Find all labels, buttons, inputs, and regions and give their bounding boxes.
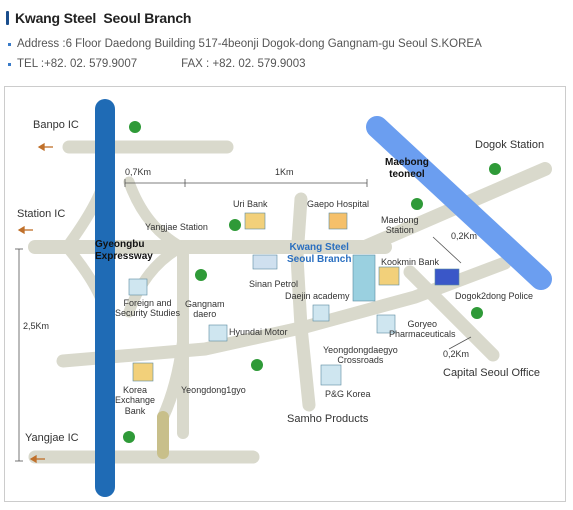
label-dogok2dong-police: Dogok2dong Police [455, 291, 534, 301]
bullet-icon [8, 62, 11, 66]
tree-icon [251, 359, 263, 371]
tree-icon [411, 198, 423, 210]
maebong-tunnel [366, 116, 552, 290]
label-kwang-steel: Kwang Steel Seoul Branch [287, 242, 352, 265]
label-hyundai-motor: Hyundai Motor [229, 327, 288, 337]
interchange-ne [123, 176, 187, 253]
label-yangjae-ic: Yangjae IC [25, 432, 79, 444]
label-yeongdong1gyo: Yeongdong1gyo [181, 385, 246, 395]
label-yeongdong-crossroads: Yeongdongdaegyo Crossroads [323, 345, 398, 366]
label-dist-07: 0,7Km [125, 167, 152, 177]
tree-icon [471, 307, 483, 319]
label-maebong-station: Maebong Station [381, 215, 419, 236]
police-building-icon [434, 268, 460, 286]
pg-korea-building-icon [320, 364, 342, 386]
gaepo-hospital-building-icon [328, 212, 348, 230]
label-sinan-petrol: Sinan Petrol [249, 279, 299, 289]
map-canvas [15, 99, 552, 497]
label-dist-1: 1Km [275, 167, 294, 177]
uri-bank-building-icon [244, 212, 266, 230]
tel-value: +82. 02. 579.9007 [44, 58, 138, 70]
page-title: Kwang Steel Seoul Branch [15, 10, 192, 26]
label-goryeo-pharma: Goryeo Pharmaceuticals [389, 319, 456, 340]
location-map: Banpo IC Station IC Yangjae IC Dogok Sta… [4, 86, 566, 502]
label-samho-products: Samho Products [287, 413, 369, 425]
fax-value: +82. 02. 579.9003 [212, 58, 306, 70]
label-uri-bank: Uri Bank [233, 199, 268, 209]
label-dist-25: 2,5Km [23, 321, 50, 331]
label-dogok-station: Dogok Station [475, 139, 545, 151]
tree-icon [195, 269, 207, 281]
address-value: 6 Floor Daedong Building 517-4beonji Dog… [65, 38, 482, 50]
korea-exchange-bank-building-icon [132, 362, 154, 382]
label-capital-seoul-office: Capital Seoul Office [443, 367, 541, 379]
hyundai-motor-building-icon [208, 324, 228, 342]
tree-icon [123, 431, 135, 443]
label-korea-exchange-bank: Korea Exchange Bank [115, 385, 156, 416]
label-yangjae-station: Yangjae Station [145, 222, 208, 232]
label-gangnam-daero: Gangnam daero [185, 299, 225, 320]
page-header: Kwang Steel Seoul Branch [6, 9, 191, 27]
label-station-ic: Station IC [17, 208, 66, 220]
tree-icon [129, 121, 141, 133]
fax-group: FAX : +82. 02. 579.9003 [181, 58, 305, 70]
road-capital [403, 265, 500, 362]
foreign-studies-building-icon [128, 278, 148, 296]
banpo-arrow-head [37, 142, 45, 152]
address-row: Address : 6 Floor Daedong Building 517-4… [8, 38, 482, 50]
label-gaepo-hospital: Gaepo Hospital [307, 199, 370, 209]
label-dist-02b: 0,2Km [443, 349, 470, 359]
fax-label: FAX : [181, 58, 213, 70]
label-maebong-teoneol: Maebong teoneol [385, 157, 429, 180]
label-pg-korea: P&G Korea [325, 389, 371, 399]
title-accent-bar [6, 11, 9, 25]
address-label: Address : [17, 38, 66, 50]
dist-02b-line [448, 336, 472, 350]
label-gyeongbu-expressway: Gyeongbu Expressway [95, 239, 153, 262]
kookmin-bank-building-icon [378, 266, 400, 286]
tree-icon [229, 219, 241, 231]
sinan-petrol-building-icon [252, 254, 278, 270]
road-gangnam-curve [157, 336, 189, 423]
tree-icon [489, 163, 501, 175]
label-dist-02a: 0,2Km [451, 231, 478, 241]
label-foreign-studies: Foreign and Security Studies [115, 298, 181, 319]
label-kookmin-bank: Kookmin Bank [381, 257, 440, 267]
road-samho [290, 192, 316, 412]
label-banpo-ic: Banpo IC [33, 119, 79, 131]
daejin-academy-building-icon [312, 304, 330, 322]
kwang-steel-building-icon [352, 254, 376, 302]
station-arrow-head [17, 225, 25, 235]
yangjae-arrow-head [29, 454, 37, 464]
dist-02a-line [432, 236, 462, 264]
goryeo-pharma-building-icon [376, 314, 396, 334]
tel-label: TEL : [17, 58, 45, 70]
interchange-se [123, 241, 187, 318]
contact-row: TEL : +82. 02. 579.9007 FAX : +82. 02. 5… [8, 58, 305, 70]
bullet-icon [8, 42, 11, 46]
label-daejin-academy: Daejin academy [285, 291, 350, 301]
